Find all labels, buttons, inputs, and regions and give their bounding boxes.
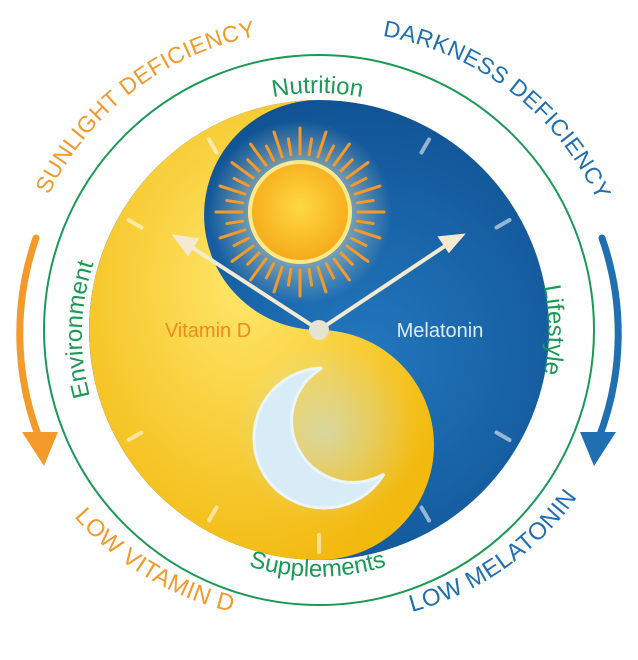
clock-tick [494, 218, 512, 230]
sun-ray [353, 228, 382, 240]
nutrition-label: Nutrition [270, 72, 366, 103]
sun-ray [264, 144, 276, 162]
outer-ring [43, 54, 595, 606]
sun-ray [225, 219, 245, 226]
sun-ray [332, 142, 351, 167]
clock-tick [419, 137, 431, 155]
vitamin-d-label: Vitamin D [165, 320, 251, 342]
sun-ray [332, 257, 351, 282]
clock-tick [494, 430, 512, 442]
sun-ray [353, 184, 382, 196]
clock-tick [207, 137, 219, 155]
sun-ray [316, 130, 328, 159]
sun-ray [218, 228, 247, 240]
sun-ray [264, 262, 276, 280]
sun-icon [208, 120, 392, 304]
moon-icon [235, 342, 415, 522]
sun-ray [355, 219, 375, 226]
sun-ray [246, 158, 261, 173]
sun-ray [230, 161, 255, 180]
clock-tick [419, 505, 431, 523]
clock-ticks [126, 137, 512, 554]
sun-ray [324, 262, 336, 280]
sun-ray [345, 161, 370, 180]
clock-tick [207, 505, 219, 523]
sun-ray [225, 198, 245, 205]
sun-ray [272, 265, 284, 294]
sun-ray [339, 251, 354, 266]
sun-ray [350, 236, 368, 248]
sun-ray [339, 158, 354, 173]
sun-ray [355, 198, 375, 205]
sun-ray [232, 236, 250, 248]
clock-tick [126, 218, 144, 230]
sun-ray [218, 184, 247, 196]
sun-ray [286, 267, 293, 287]
clock-hands-icon [171, 233, 466, 340]
melatonin-label: Melatonin [397, 320, 484, 342]
curved-arrow-right-icon [580, 234, 622, 466]
sun-ray [272, 130, 284, 159]
sun-ray [307, 137, 314, 157]
sun-ray [350, 176, 368, 188]
sun-ray [345, 244, 370, 263]
sun-ray [286, 137, 293, 157]
sun-ray [246, 251, 261, 266]
sun-ray [307, 267, 314, 287]
sun-ray [316, 265, 328, 294]
sun-ray [249, 257, 268, 282]
sun-ray [249, 142, 268, 167]
sun-ray [232, 176, 250, 188]
sun-ray [324, 144, 336, 162]
curved-arrow-left-icon [16, 234, 58, 466]
lifestyle-label: Lifestyle [538, 283, 569, 377]
sun-ray [230, 244, 255, 263]
clock-tick [126, 430, 144, 442]
